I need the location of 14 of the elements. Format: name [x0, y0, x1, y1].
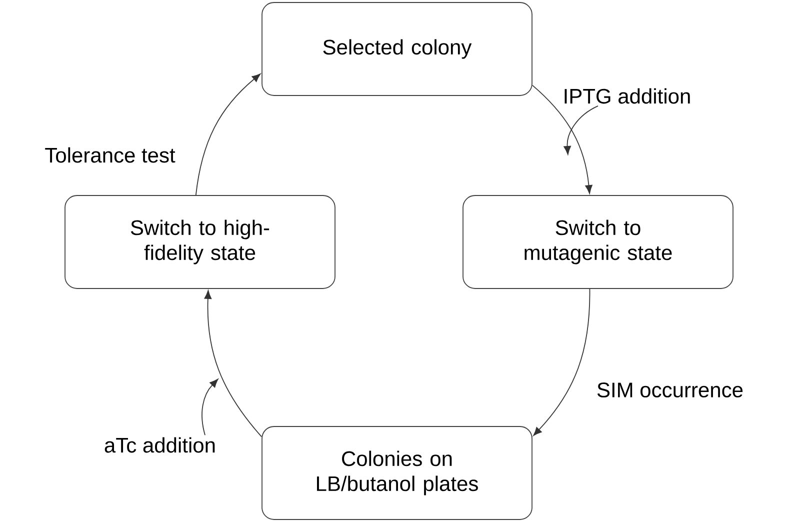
arrow [202, 378, 218, 436]
arrow [532, 84, 592, 194]
arrow [195, 74, 261, 196]
arrow [564, 105, 598, 155]
process-box: Colonies on LB/butanol plates [262, 426, 532, 520]
process-box: Selected colony [262, 2, 532, 96]
edge-label: Tolerance test [45, 147, 176, 163]
process-box: Switch to high-fidelity state [64, 195, 336, 289]
annotation-text: IPTG addition [564, 88, 690, 104]
arrow [533, 288, 590, 436]
arrow [204, 290, 262, 438]
annotation-text: aTc addition [104, 437, 215, 453]
process-box: Switch to mutagenic state [462, 195, 734, 289]
edge-label: SIM occurrence [597, 382, 743, 398]
